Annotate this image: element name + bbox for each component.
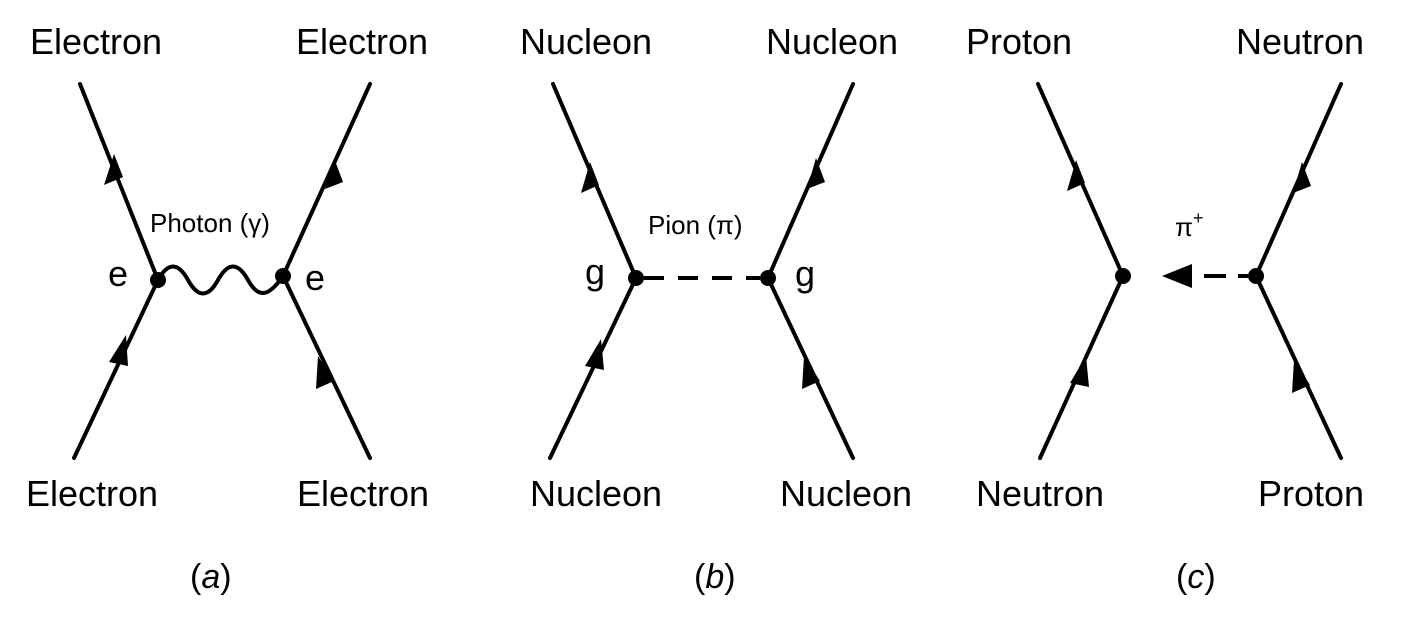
a-line-bottom-right — [281, 274, 372, 460]
c-label-exchange: π+ — [1175, 208, 1203, 242]
b-label-top-right: Nucleon — [766, 21, 898, 62]
b-vertex-left — [628, 270, 644, 286]
a-vertex-right — [275, 268, 291, 284]
b-caption: (b) — [694, 558, 736, 596]
b-label-vertex-left: g — [585, 251, 605, 292]
b-label-exchange: Pion (π) — [648, 210, 743, 240]
b-arrow-top-right — [807, 158, 825, 189]
a-arrow-bottom-right — [316, 356, 334, 389]
a-label-top-right: Electron — [296, 21, 428, 62]
c-caption-close: ) — [1204, 558, 1215, 596]
b-caption-close: ) — [724, 558, 735, 596]
a-arrow-bottom-left — [109, 335, 128, 366]
a-label-bottom-left: Electron — [26, 473, 158, 514]
c-label-top-left: Proton — [966, 21, 1072, 62]
panel-a: Electron Electron Electron Electron Phot… — [26, 21, 429, 596]
c-line-bottom-right — [1254, 274, 1343, 460]
c-arrow-top-left — [1067, 160, 1085, 191]
c-label-exchange-base: π — [1175, 212, 1193, 242]
c-label-bottom-right: Proton — [1258, 473, 1364, 514]
a-label-exchange: Photon (γ) — [150, 208, 270, 238]
c-vertex-left — [1115, 268, 1131, 284]
a-label-top-left: Electron — [30, 21, 162, 62]
a-line-bottom-left — [72, 278, 160, 460]
b-vertex-right — [760, 270, 776, 286]
b-arrow-bottom-left — [585, 339, 604, 370]
c-label-bottom-left: Neutron — [976, 473, 1104, 514]
b-label-vertex-right: g — [795, 253, 815, 294]
b-arrow-bottom-right — [802, 356, 820, 389]
b-label-top-left: Nucleon — [520, 21, 652, 62]
c-caption-open: ( — [1176, 558, 1188, 596]
a-photon-wave — [156, 264, 285, 296]
c-arrow-top-right — [1293, 162, 1311, 193]
c-caption-letter: c — [1187, 558, 1204, 596]
c-label-top-right: Neutron — [1236, 21, 1364, 62]
b-arrow-top-left — [581, 162, 599, 193]
a-arrow-top-left — [104, 154, 123, 185]
b-caption-open: ( — [694, 558, 706, 596]
b-label-bottom-right: Nucleon — [780, 473, 912, 514]
a-vertex-left — [150, 272, 166, 288]
a-caption-open: ( — [190, 558, 202, 596]
a-caption: (a) — [190, 558, 232, 596]
c-vertex-right — [1248, 268, 1264, 284]
a-line-top-left — [78, 82, 160, 282]
a-label-bottom-right: Electron — [297, 473, 429, 514]
c-exchange-arrow — [1162, 264, 1192, 288]
b-label-bottom-left: Nucleon — [530, 473, 662, 514]
c-arrow-bottom-left — [1070, 356, 1089, 387]
a-label-vertex-left: e — [108, 253, 128, 294]
c-arrow-bottom-right — [1292, 360, 1310, 393]
a-caption-letter: a — [201, 558, 220, 596]
panel-c: Proton Neutron Neutron Proton π+ (c) — [966, 21, 1364, 596]
a-label-vertex-right: e — [305, 257, 325, 298]
panel-b: Nucleon Nucleon Nucleon Nucleon Pion (π)… — [520, 21, 912, 596]
a-arrow-top-right — [325, 158, 343, 189]
a-line-top-right — [281, 82, 372, 278]
b-line-bottom-left — [548, 276, 638, 460]
a-caption-close: ) — [220, 558, 231, 596]
c-caption: (c) — [1176, 558, 1216, 596]
b-caption-letter: b — [705, 558, 724, 596]
c-label-exchange-sup: + — [1193, 208, 1204, 228]
